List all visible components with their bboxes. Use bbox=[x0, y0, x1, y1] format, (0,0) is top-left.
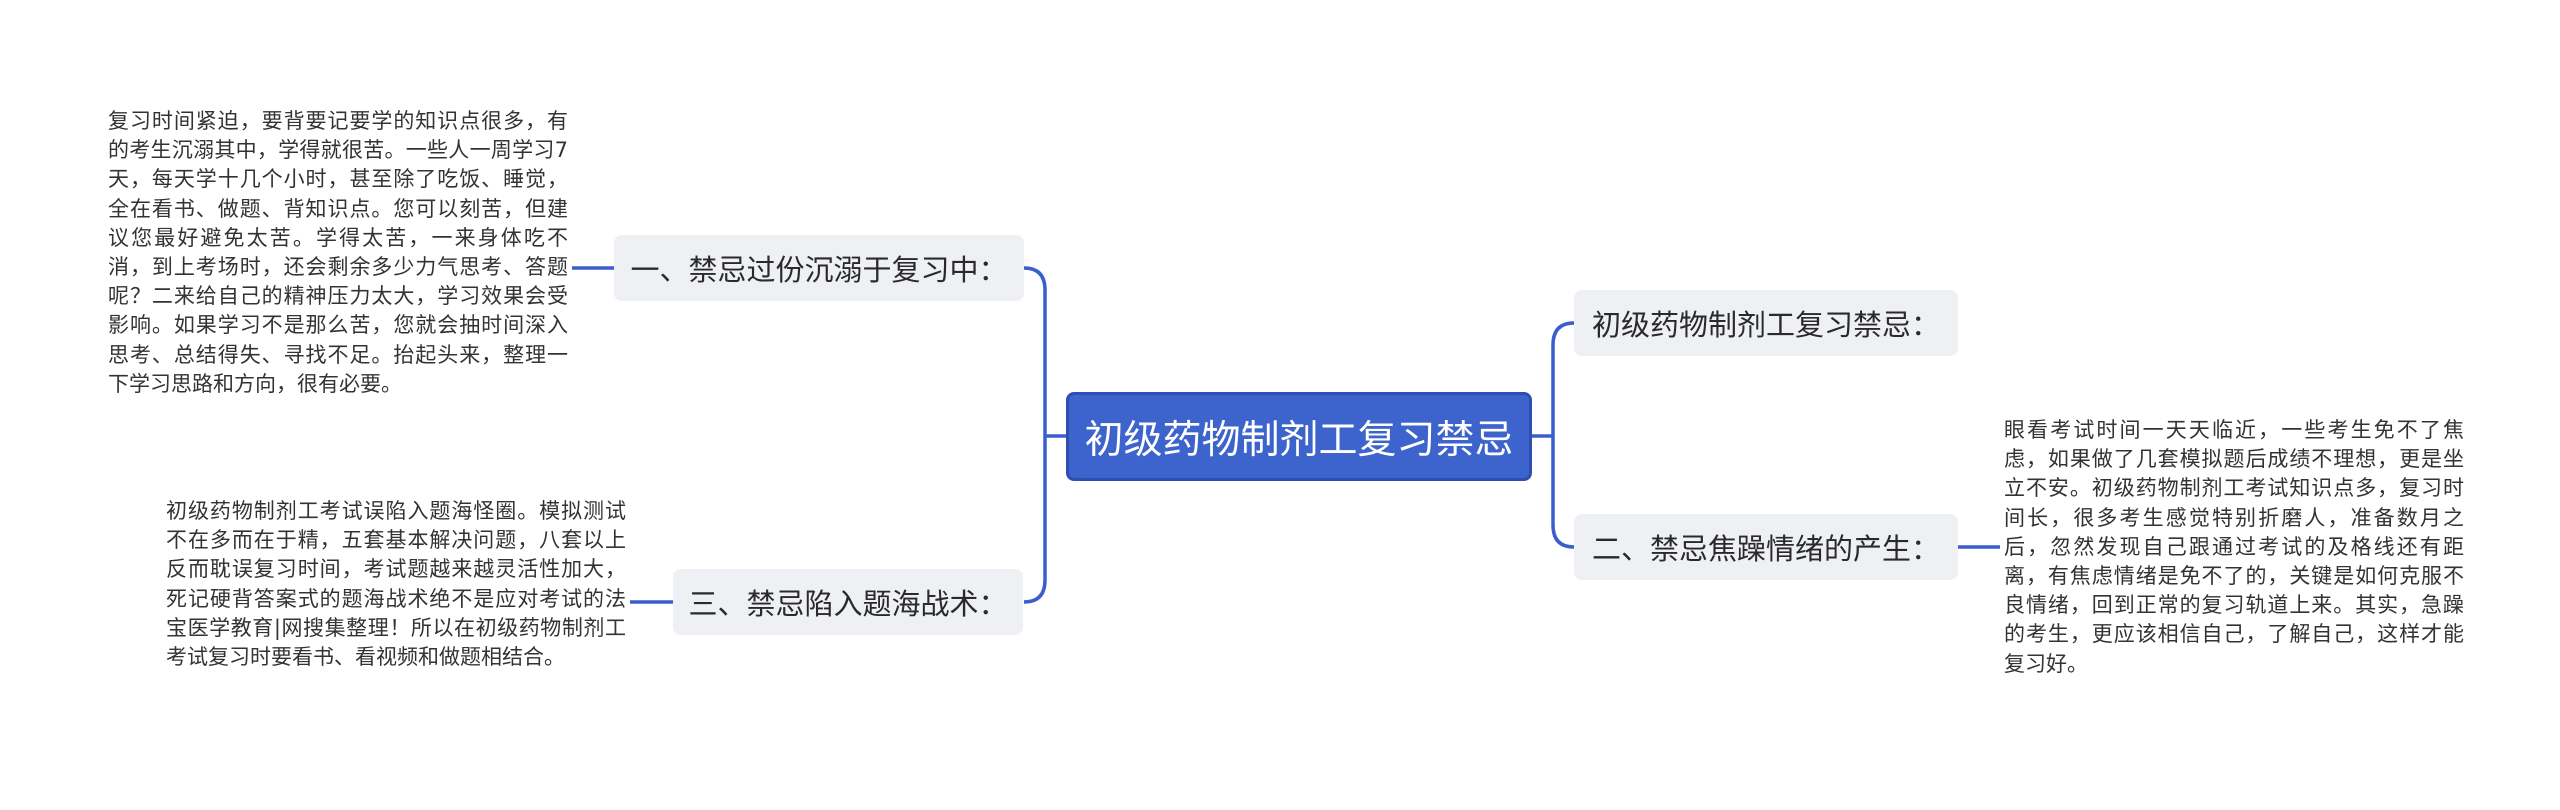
root-topic-label: 初级药物制剂工复习禁忌 bbox=[1084, 417, 1514, 463]
branch-topic-2-label: 二、禁忌焦躁情绪的产生： bbox=[1591, 532, 1940, 566]
root-topic[interactable]: 初级药物制剂工复习禁忌 bbox=[1066, 392, 1532, 481]
branch-topic-3-label: 三、禁忌陷入题海战术： bbox=[688, 587, 1008, 621]
leaf-note-3[interactable]: 初级药物制剂工考试误陷入题海怪圈。模拟测试不在多而在于精，五套基本解决问题，八套… bbox=[166, 499, 626, 670]
connector-branch-4 bbox=[1551, 436, 1575, 549]
connector-branch-2 bbox=[1023, 436, 1047, 604]
connector-branch-3 bbox=[1551, 321, 1575, 436]
leaf-note-2[interactable]: 眼看考试时间一天天临近，一些考生免不了焦虑，如果做了几套模拟题后成绩不理想，更是… bbox=[2004, 418, 2464, 676]
branch-topic-3[interactable]: 三、禁忌陷入题海战术： bbox=[673, 569, 1023, 635]
branch-topic-1-label: 一、禁忌过份沉溺于复习中： bbox=[630, 253, 1008, 287]
leaf-note-1[interactable]: 复习时间紧迫，要背要记要学的知识点很多，有的考生沉溺其中，学得就很苦。一些人一周… bbox=[108, 109, 568, 396]
branch-topic-1[interactable]: 一、禁忌过份沉溺于复习中： bbox=[614, 235, 1024, 301]
branch-topic-2[interactable]: 二、禁忌焦躁情绪的产生： bbox=[1574, 514, 1958, 580]
branch-topic-summary[interactable]: 初级药物制剂工复习禁忌： bbox=[1574, 290, 1958, 356]
branch-topic-summary-label: 初级药物制剂工复习禁忌： bbox=[1591, 308, 1940, 342]
connector-branch-1 bbox=[1023, 266, 1047, 436]
